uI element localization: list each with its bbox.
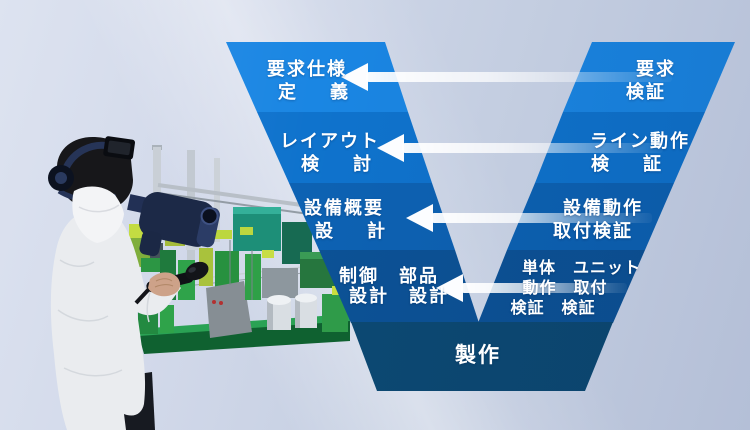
- stage-equipment-outline-design: 設備概要 設 計: [291, 197, 397, 243]
- stage-layout-study: レイアウト 検 討: [277, 130, 383, 176]
- stage-line: 設 計: [315, 221, 393, 242]
- stage-line: 要求: [636, 59, 676, 80]
- stage-line-operation-verification: ライン動作 検 証: [588, 130, 692, 176]
- stage-unit-operation-mounting-verification: 単体 ユニット 動作 取付 検証 検証: [510, 258, 642, 318]
- stage-production: 製作: [428, 343, 528, 367]
- stage-line: 製作: [455, 343, 501, 367]
- stage-control-parts-design: 制御 部品 設計 設計: [336, 266, 447, 307]
- stage-line: 検 討: [301, 154, 379, 175]
- stage-line: 動作 取付: [522, 278, 608, 297]
- stage-line: 設計 設計: [349, 286, 449, 307]
- stage-line: 検証: [626, 82, 666, 103]
- stage-line: レイアウト: [280, 131, 380, 152]
- stage-line: 定 義: [278, 82, 356, 103]
- stage-line: 単体 ユニット: [522, 258, 642, 277]
- stage-line: 設備概要: [304, 198, 384, 219]
- arrow-band: [461, 283, 627, 293]
- stage-line: 検 証: [591, 154, 669, 175]
- stage-line: 検証 検証: [510, 298, 596, 317]
- arrow-band: [402, 143, 663, 153]
- stage-line: 要求仕様: [267, 59, 347, 80]
- stage-line: 制御 部品: [339, 266, 439, 287]
- stage-requirements-spec-definition: 要求仕様 定 義: [254, 58, 360, 104]
- stage-line: 設備動作: [563, 198, 643, 219]
- stage-equipment-operation-mounting-verification: 設備動作 取付検証: [551, 197, 655, 243]
- arrow-band: [366, 72, 672, 82]
- stage-line: ライン動作: [590, 131, 690, 152]
- stage-line: 取付検証: [553, 221, 633, 242]
- stage-requirements-verification: 要求 検証: [604, 58, 708, 104]
- arrow-band: [431, 213, 652, 223]
